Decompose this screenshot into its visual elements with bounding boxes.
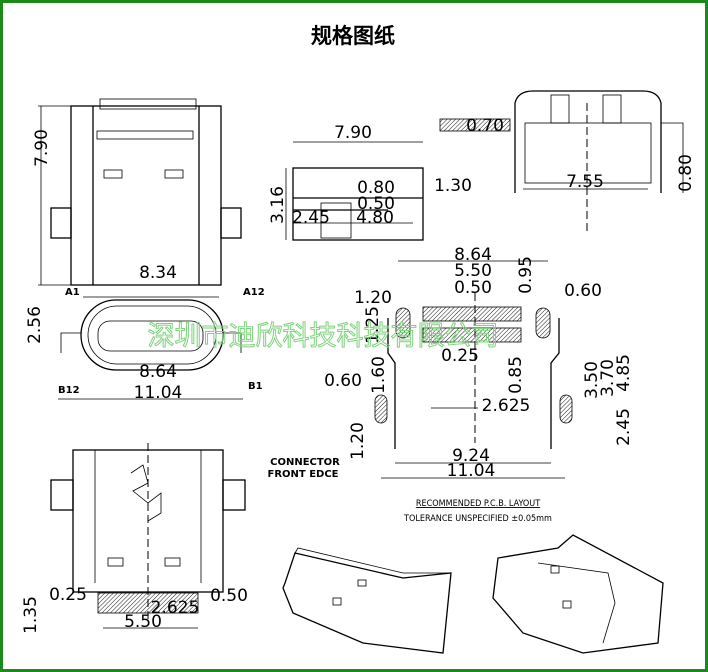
dim-bottom-050: 0.50 bbox=[210, 586, 248, 606]
label-b12: B12 bbox=[58, 385, 80, 396]
dim-pcb-1104: 11.04 bbox=[447, 461, 496, 481]
pcb-layout: 8.64 5.50 0.50 0.95 1.20 0.60 1.25 0.25 … bbox=[267, 245, 634, 524]
dim-bottom-550: 5.50 bbox=[124, 612, 162, 632]
dim-port-256: 2.56 bbox=[25, 306, 45, 344]
dim-pcb-864: 8.64 bbox=[454, 245, 492, 265]
dim-pcb-2625: 2.625 bbox=[482, 396, 531, 416]
dim-bottom-135: 1.35 bbox=[21, 596, 41, 634]
dim-side-050: 0.50 bbox=[357, 194, 395, 214]
dim-pcb-025: 0.25 bbox=[441, 346, 479, 366]
side-view: 7.90 3.16 0.80 1.30 0.50 2.45 4.80 bbox=[268, 123, 472, 241]
dim-front-width: 7.55 bbox=[566, 172, 604, 192]
top-view: 7.90 bbox=[32, 98, 242, 286]
dim-side-length: 7.90 bbox=[334, 123, 372, 143]
dim-side-245: 2.45 bbox=[292, 208, 330, 228]
label-front-edge: FRONT EDCE bbox=[267, 469, 338, 480]
dim-pcb-085: 0.85 bbox=[506, 356, 526, 394]
dim-top-height: 7.90 bbox=[32, 129, 52, 167]
isometric-view-bottom bbox=[492, 534, 664, 654]
dim-side-height: 3.16 bbox=[268, 186, 288, 224]
label-connector: CONNECTOR bbox=[270, 457, 340, 468]
dim-pcb-060b: 0.60 bbox=[324, 371, 362, 391]
dim-pcb-160: 1.60 bbox=[369, 356, 389, 394]
spec-drawing: 规格图纸 7.90 7.90 3.16 0.80 1.30 0.50 2.45 … bbox=[21, 24, 696, 654]
dim-pcb-350: 3.50 bbox=[582, 361, 602, 399]
dim-port-864: 8.64 bbox=[139, 362, 177, 382]
dim-side-130: 1.30 bbox=[434, 176, 472, 196]
dim-pcb-060a: 0.60 bbox=[564, 281, 602, 301]
label-b1: B1 bbox=[248, 381, 263, 392]
drawing-title: 规格图纸 bbox=[311, 24, 395, 48]
pcb-caption: RECOMMENDED P.C.B. LAYOUT bbox=[416, 499, 540, 509]
dim-pcb-120a: 1.20 bbox=[354, 288, 392, 308]
dim-port-834: 8.34 bbox=[139, 263, 177, 283]
dim-side-080: 0.80 bbox=[357, 178, 395, 198]
pcb-pads bbox=[374, 306, 573, 424]
bottom-view: 0.25 0.50 2.625 5.50 1.35 bbox=[21, 443, 248, 634]
dim-port-1104: 11.04 bbox=[134, 383, 183, 403]
dim-pcb-050: 0.50 bbox=[454, 278, 492, 298]
isometric-view-top bbox=[282, 547, 452, 654]
top-pins bbox=[96, 98, 197, 179]
dim-front-080: 0.80 bbox=[676, 154, 696, 192]
dim-pcb-924: 9.24 bbox=[452, 446, 490, 466]
dim-pcb-550: 5.50 bbox=[454, 261, 492, 281]
dim-pcb-245: 2.45 bbox=[614, 408, 634, 446]
dim-pcb-120b: 1.20 bbox=[348, 422, 368, 460]
label-a1: A1 bbox=[65, 287, 80, 298]
pcb-tolerance: TOLERANCE UNSPECIFIED ±0.05mm bbox=[403, 514, 552, 524]
dim-bottom-025: 0.25 bbox=[49, 585, 87, 605]
dim-pcb-370: 3.70 bbox=[598, 359, 618, 397]
dim-pcb-485: 4.85 bbox=[614, 354, 634, 392]
dim-pcb-095: 0.95 bbox=[516, 256, 536, 294]
port-view: 8.34 A1 A12 2.56 8.64 B12 B1 11.04 bbox=[25, 263, 265, 403]
label-a12: A12 bbox=[243, 287, 265, 298]
dim-side-480: 4.80 bbox=[356, 208, 394, 228]
front-view: 0.70 7.55 0.80 bbox=[439, 90, 696, 233]
watermark: 深圳市迪欣科技科技有限公司 bbox=[148, 321, 499, 352]
dim-front-070: 0.70 bbox=[466, 116, 504, 136]
dim-pcb-125: 1.25 bbox=[363, 306, 383, 344]
dim-bottom-2625: 2.625 bbox=[151, 598, 200, 618]
